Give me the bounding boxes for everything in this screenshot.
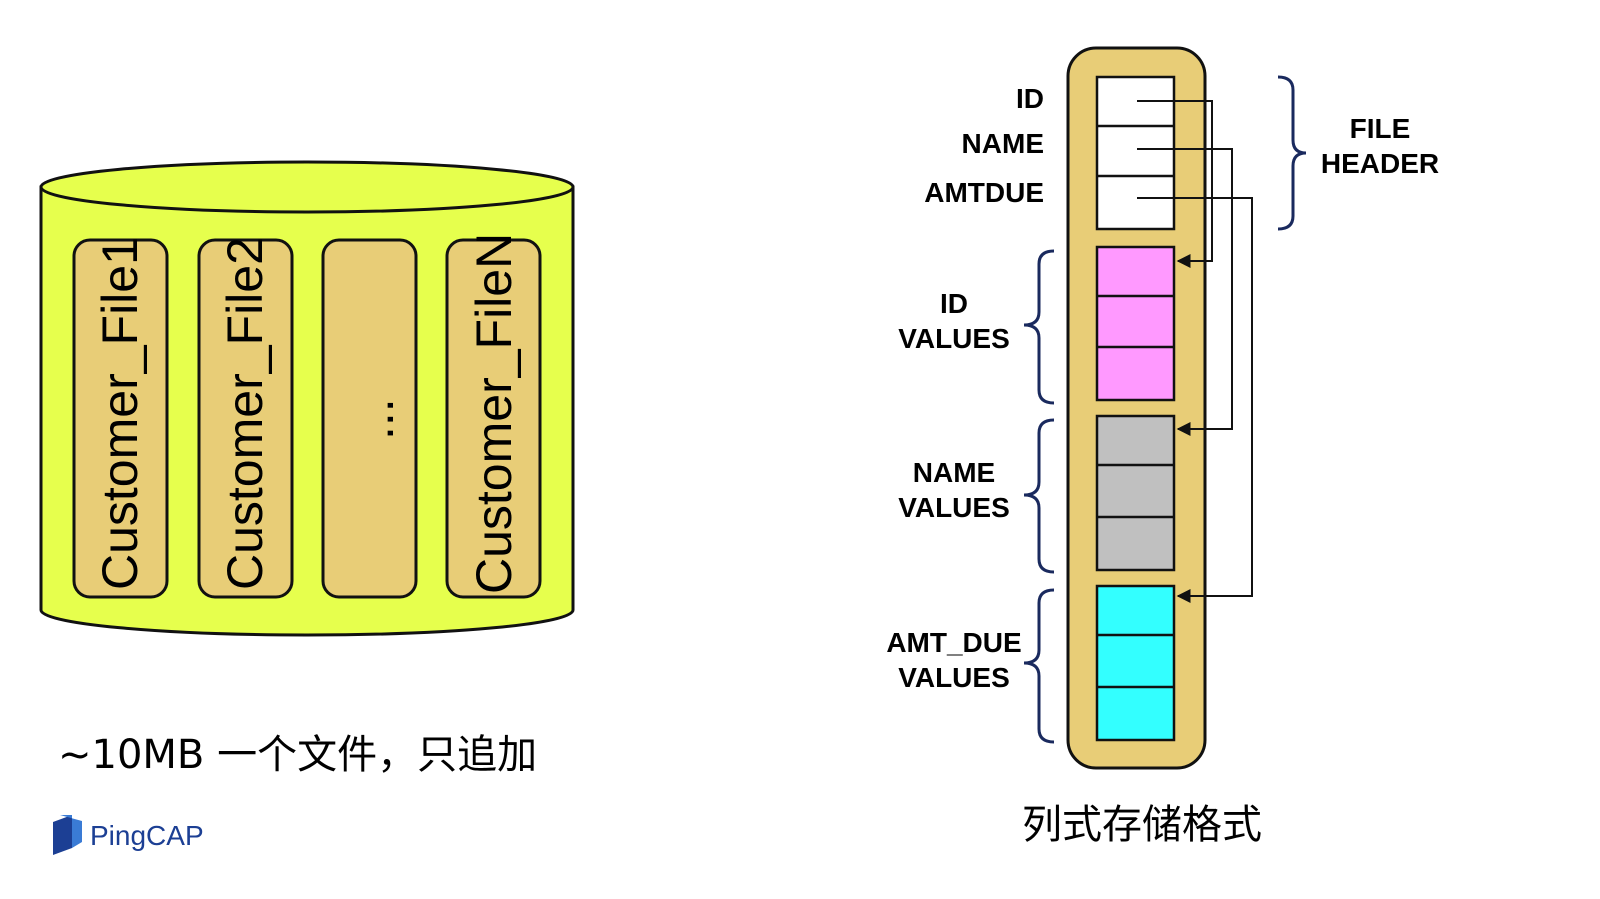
file-name-2: Customer_File2 <box>217 237 273 590</box>
cylinder-top <box>39 160 575 214</box>
file-slot-ellipsis: ... <box>321 238 418 599</box>
amtdue-values-label-line1: AMT_DUE <box>886 627 1021 658</box>
file-name-n: Customer_FileN <box>466 233 522 594</box>
name-pointer-arrow <box>1137 148 1233 436</box>
id-values-label-line1: ID <box>940 288 968 319</box>
value-group-braces <box>1023 249 1055 744</box>
amtdue-values-label-line2: VALUES <box>898 662 1010 693</box>
id-values-brace <box>1023 249 1055 405</box>
header-field-id: ID <box>1016 83 1044 114</box>
file-slot-1: Customer_File1 <box>72 237 169 599</box>
file-header-label-line1: FILE <box>1350 113 1411 144</box>
header-field-amtdue: AMTDUE <box>924 177 1044 208</box>
file-name-ellipsis: ... <box>348 398 404 440</box>
name-values-label-line1: NAME <box>913 457 995 488</box>
cylinder-body <box>39 185 575 637</box>
id-values-label-line2: VALUES <box>898 323 1010 354</box>
amtdue-values-block <box>1095 584 1176 742</box>
pingcap-logo-icon <box>53 815 82 855</box>
id-pointer-arrow <box>1137 100 1213 268</box>
amtdue-values-brace <box>1023 588 1055 744</box>
file-header-label-line2: HEADER <box>1321 148 1439 179</box>
file-header-brace <box>1277 75 1307 231</box>
amtdue-pointer-arrow <box>1137 197 1253 603</box>
header-pointer-arrows <box>1137 100 1253 603</box>
file-name-1: Customer_File1 <box>92 237 148 590</box>
file-slot-2: Customer_File2 <box>197 237 294 599</box>
id-values-block <box>1095 245 1176 402</box>
name-values-label-line2: VALUES <box>898 492 1010 523</box>
right-caption: 列式存储格式 <box>1022 802 1262 848</box>
file-header-cells <box>1095 75 1176 231</box>
left-caption: ~10MB 一个文件，只追加 <box>58 732 537 778</box>
storage-cylinder <box>39 160 575 637</box>
name-values-block <box>1095 414 1176 572</box>
file-slot-n: Customer_FileN <box>445 233 542 599</box>
header-field-name: NAME <box>962 128 1044 159</box>
name-values-brace <box>1023 418 1055 574</box>
brand-name: PingCAP <box>90 820 204 851</box>
